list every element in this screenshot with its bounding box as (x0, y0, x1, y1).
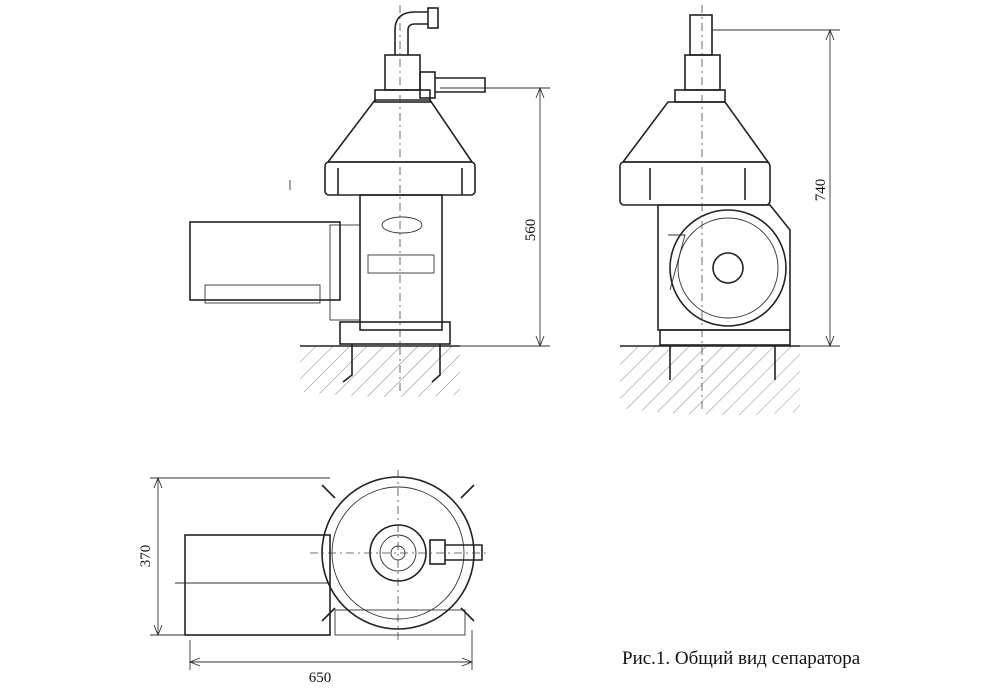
side-bowl (619, 161, 771, 206)
front-view (189, 5, 486, 397)
front-ground (300, 346, 460, 397)
side-cover (621, 101, 770, 163)
dimension-560: 560 (440, 86, 550, 348)
side-shaft-circle (712, 252, 744, 284)
plan-outlet-pipe (445, 544, 483, 561)
dimension-370: 370 (138, 476, 330, 637)
dimension-740-label: 740 (813, 179, 829, 202)
front-outlet-elbow (394, 11, 428, 55)
side-ground (620, 346, 800, 416)
dimension-370-label: 370 (138, 545, 154, 568)
side-view (619, 5, 800, 416)
plan-view (175, 470, 490, 640)
dimension-740: 740 (712, 28, 840, 348)
side-outlet (689, 14, 713, 56)
plan-bowl-circle (321, 476, 475, 630)
dimension-650-label: 650 (309, 670, 332, 686)
front-motor (189, 221, 341, 301)
front-base (339, 321, 451, 345)
dimension-650: 650 (188, 630, 474, 686)
plan-motor (184, 534, 331, 636)
front-outlet-pipe (435, 77, 486, 93)
front-body (359, 194, 443, 331)
figure-caption: Рис.1. Общий вид сепаратора (622, 648, 861, 669)
dimension-560-label: 560 (523, 219, 539, 242)
